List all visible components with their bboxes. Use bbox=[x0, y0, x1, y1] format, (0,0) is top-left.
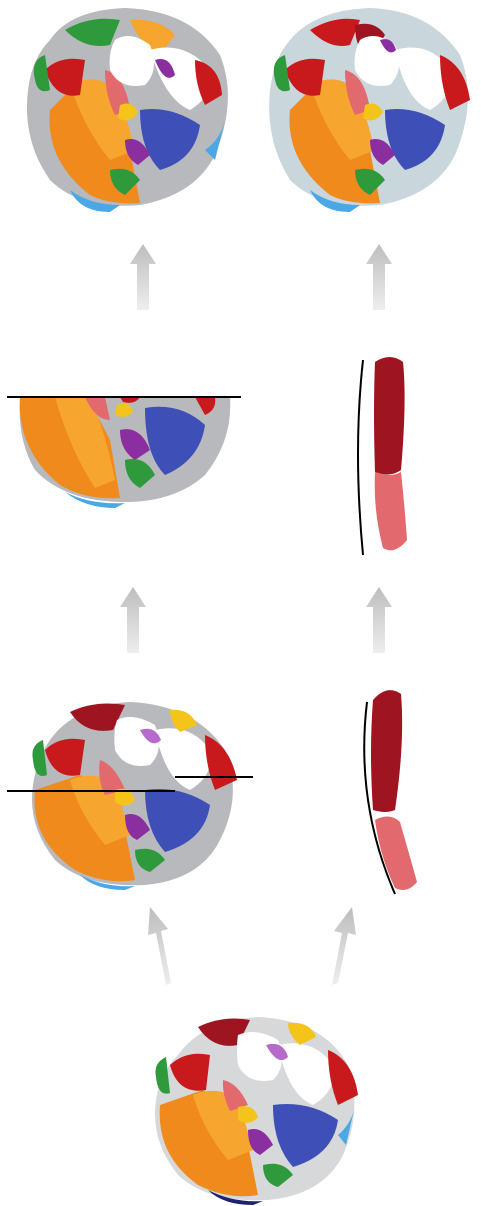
panel-mid-left-skull-cut bbox=[5, 380, 245, 510]
panel-mid-right-bone-profile bbox=[345, 350, 425, 560]
arrow-up-right-2 bbox=[364, 585, 394, 657]
skull-detailed-graphic bbox=[260, 0, 481, 215]
skull-cutlines-graphic bbox=[5, 690, 255, 890]
skull-fragments-graphic bbox=[138, 1005, 368, 1205]
skull-cut-graphic bbox=[5, 380, 245, 510]
panel-top-right-skull bbox=[260, 0, 481, 215]
skull-reconstructed-graphic bbox=[10, 0, 240, 215]
arrow-diag-left bbox=[138, 905, 183, 989]
panel-lower-right-bone-profile bbox=[345, 682, 430, 897]
panel-bottom-skull-fragments bbox=[138, 1005, 368, 1205]
bone-profile-graphic bbox=[345, 350, 425, 560]
arrow-up-left-1 bbox=[128, 242, 158, 314]
panel-lower-left-skull-cutlines bbox=[5, 690, 255, 890]
panel-top-left-skull bbox=[10, 0, 240, 215]
arrow-up-right-1 bbox=[364, 242, 394, 314]
arrow-up-left-2 bbox=[118, 585, 148, 657]
bone-profile-misaligned-graphic bbox=[345, 682, 430, 897]
arrow-diag-right bbox=[318, 905, 363, 989]
